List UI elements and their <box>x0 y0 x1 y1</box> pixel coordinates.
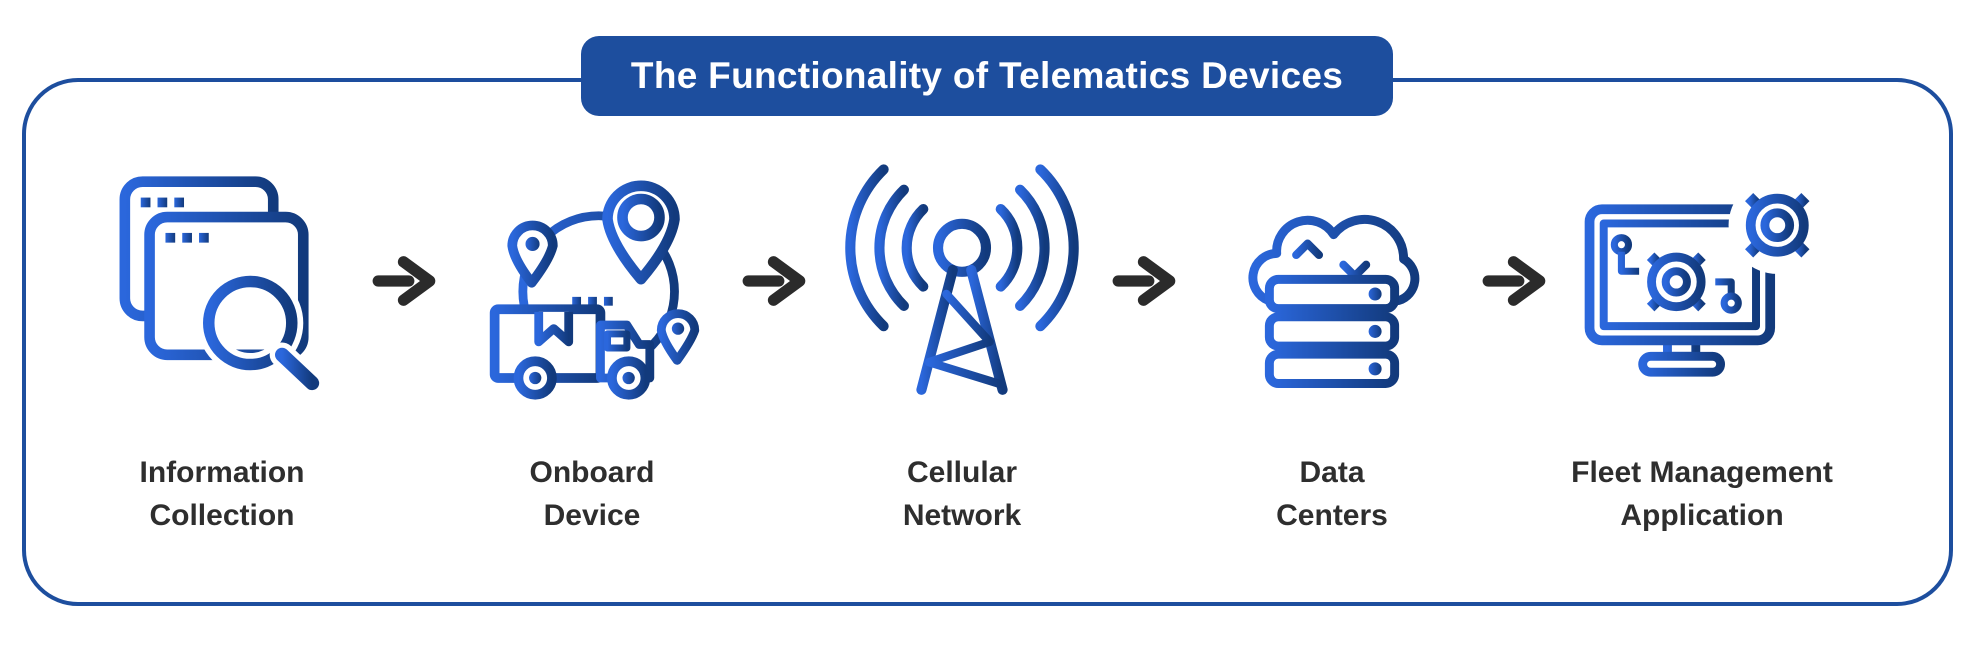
icon-box <box>1532 134 1872 428</box>
arrow-right-icon <box>1472 134 1562 428</box>
onboard-device-icon <box>482 180 702 400</box>
information-collection-icon <box>119 175 325 395</box>
step-label: Cellular Network <box>902 456 1022 532</box>
icon-box <box>1162 134 1502 428</box>
icon-box <box>422 134 762 428</box>
fleet-management-application-icon <box>1584 176 1826 377</box>
step-information-collection: Information Collection <box>52 134 392 537</box>
step-cellular-network: Cellular Network <box>792 134 1132 537</box>
page-title: The Functionality of Telematics Devices <box>630 55 1344 96</box>
data-centers-icon <box>1248 214 1420 388</box>
step-label: Information Collection <box>139 456 305 532</box>
arrow-right-icon <box>362 134 452 428</box>
icon-box <box>792 134 1132 428</box>
step-label: Onboard Device <box>529 456 655 532</box>
step-data-centers: Data Centers <box>1162 134 1502 537</box>
arrow-right-icon <box>1102 134 1192 428</box>
arrow-right-icon <box>732 134 822 428</box>
icon-box <box>52 134 392 428</box>
title-banner: The Functionality of Telematics Devices <box>581 36 1393 116</box>
cellular-network-icon <box>845 164 1079 395</box>
step-label: Data Centers <box>1276 456 1388 532</box>
step-fleet-management-application: Fleet Management Application <box>1532 134 1872 537</box>
step-onboard-device: Onboard Device <box>422 134 762 537</box>
step-label: Fleet Management Application <box>1571 456 1833 532</box>
process-flow: Information Collection <box>22 78 1953 606</box>
